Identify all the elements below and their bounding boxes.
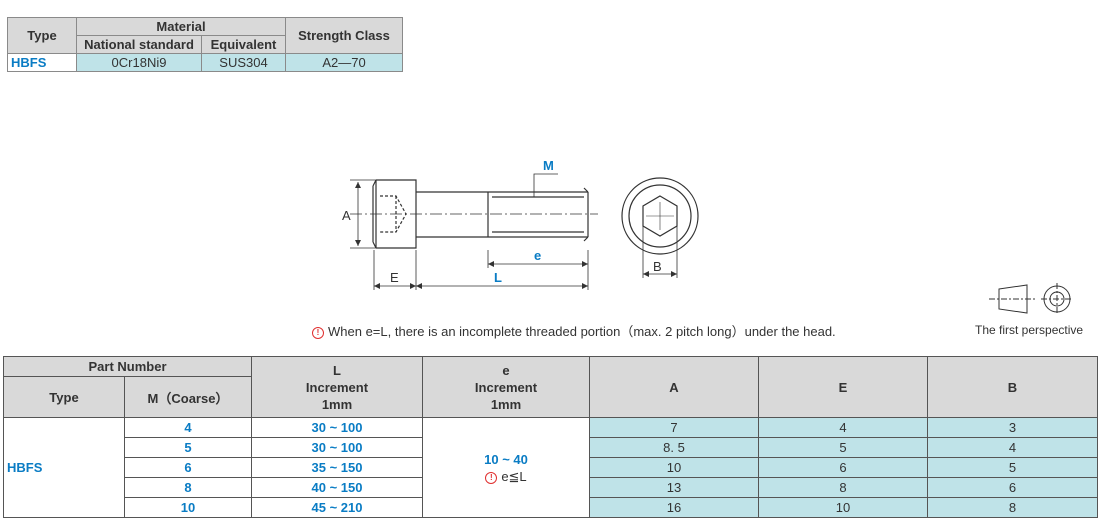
m-cell: 8 <box>124 477 252 498</box>
m-cell: 4 <box>124 417 252 438</box>
warning-icon: ! <box>312 327 324 339</box>
l-cell: 40 ~ 150 <box>251 477 423 498</box>
a-cell: 8. 5 <box>589 437 759 458</box>
dim-label-a: A <box>342 208 351 223</box>
header-e-dim: E <box>758 356 928 418</box>
projection-symbol: The first perspective <box>975 283 1097 343</box>
a-cell: 13 <box>589 477 759 498</box>
header-l-title: L <box>333 362 341 378</box>
bolt-drawing: M A E L e B <box>342 158 699 290</box>
header-equivalent: Equivalent <box>201 35 286 54</box>
header-l-increment: Increment <box>305 379 369 395</box>
a-cell: 10 <box>589 457 759 478</box>
spec-table: Part Number L Increment 1mm e Increment … <box>3 356 1098 518</box>
table-row: 8 40 ~ 150 13 8 6 <box>4 477 1098 498</box>
b-cell: 8 <box>927 497 1098 518</box>
header-l-unit: 1mm <box>321 396 353 412</box>
first-angle-projection-icon <box>989 283 1073 315</box>
warning-icon: ! <box>485 471 498 484</box>
e-range: 10 ~ 40 <box>484 451 528 467</box>
header-e-title: e <box>502 362 510 378</box>
table-row: HBFS 4 30 ~ 100 10 ~ 40 !e≦L 7 4 3 <box>3 417 1098 518</box>
header-e: e Increment 1mm <box>422 356 590 418</box>
header-b: B <box>927 356 1098 418</box>
e-dim-cell: 10 <box>758 497 928 518</box>
b-cell: 4 <box>927 437 1098 458</box>
header-e-increment: Increment <box>474 379 538 395</box>
material-type-cell: HBFS <box>7 53 77 72</box>
equivalent-cell: SUS304 <box>201 53 286 72</box>
dim-label-l: L <box>494 270 502 285</box>
m-cell: 6 <box>124 457 252 478</box>
dim-label-m: M <box>543 158 554 173</box>
a-cell: 7 <box>589 417 759 438</box>
table-row: 6 35 ~ 150 10 6 5 <box>4 457 1098 478</box>
header-strength-class: Strength Class <box>285 17 403 54</box>
l-cell: 30 ~ 100 <box>251 437 423 458</box>
header-e-unit: 1mm <box>490 396 522 412</box>
e-note-text: e≦L <box>501 468 527 484</box>
incomplete-thread-note: ! When e=L, there is an incomplete thread… <box>312 321 836 340</box>
b-cell: 6 <box>927 477 1098 498</box>
l-cell: 35 ~ 150 <box>251 457 423 478</box>
e-dim-cell: 8 <box>758 477 928 498</box>
projection-caption: The first perspective <box>975 323 1084 337</box>
header-part-number: Part Number <box>3 356 252 377</box>
b-cell: 3 <box>927 417 1098 438</box>
header-material: Material <box>76 17 286 36</box>
b-cell: 5 <box>927 457 1098 478</box>
dim-label-e-thread: e <box>534 248 541 263</box>
header-m-coarse: M（Coarse） <box>124 376 252 418</box>
e-dim-cell: 4 <box>758 417 928 438</box>
header-l: L Increment 1mm <box>251 356 423 418</box>
table-row: 5 30 ~ 100 8. 5 5 4 <box>4 437 1098 458</box>
m-cell: 10 <box>124 497 252 518</box>
dim-label-b: B <box>653 259 662 274</box>
note-text: When e=L, there is an incomplete threade… <box>328 324 836 339</box>
header-type: Type <box>7 17 77 54</box>
header-national-standard: National standard <box>76 35 202 54</box>
a-cell: 16 <box>589 497 759 518</box>
m-cell: 5 <box>124 437 252 458</box>
e-dim-cell: 5 <box>758 437 928 458</box>
material-table: Type Material Strength Class National st… <box>7 17 403 72</box>
header-a: A <box>589 356 759 418</box>
l-cell: 45 ~ 210 <box>251 497 423 518</box>
dim-label-e-head: E <box>390 270 399 285</box>
l-cell: 30 ~ 100 <box>251 417 423 438</box>
national-standard-cell: 0Cr18Ni9 <box>76 53 202 72</box>
header-type: Type <box>3 376 125 418</box>
e-cell: 10 ~ 40 !e≦L <box>422 417 590 518</box>
table-row: 10 45 ~ 210 16 10 8 <box>4 497 1098 518</box>
type-cell: HBFS <box>3 417 125 518</box>
e-note: !e≦L <box>423 468 589 485</box>
strength-class-cell: A2—70 <box>285 53 403 72</box>
e-dim-cell: 6 <box>758 457 928 478</box>
